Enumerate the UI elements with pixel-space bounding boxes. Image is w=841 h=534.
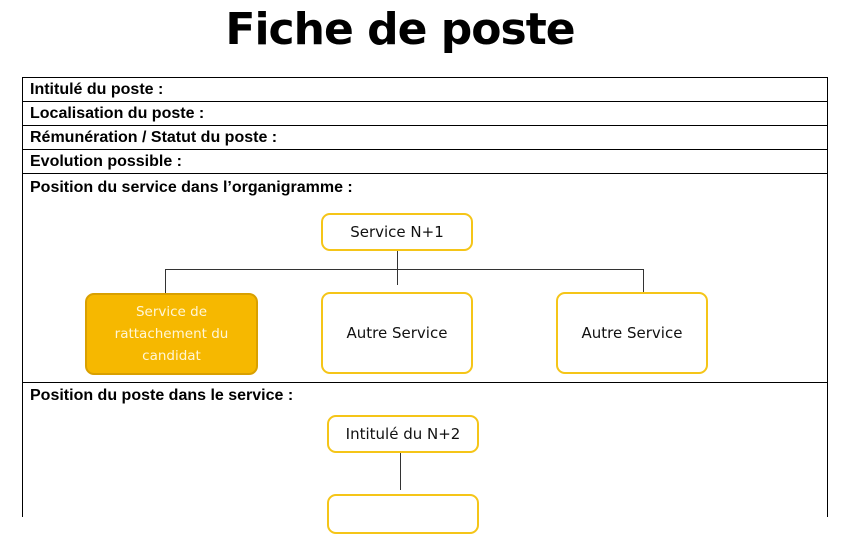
org-connector-left (165, 269, 166, 293)
service-top-box: Intitulé du N+2 (327, 415, 479, 453)
section-divider (23, 382, 827, 383)
org-top-box: Service N+1 (321, 213, 473, 251)
org-child-box-1: Service de rattachement du candidat (85, 293, 258, 375)
service-next-box (327, 494, 479, 534)
org-child-box-3: Autre Service (556, 292, 708, 374)
org-connector-right (643, 269, 644, 293)
field-intitule: Intitulé du poste : (23, 78, 827, 102)
org-section-label: Position du service dans l’organigramme … (30, 179, 353, 196)
org-connector-vertical (397, 251, 398, 285)
org-child-box-2: Autre Service (321, 292, 473, 374)
service-connector-vertical (400, 453, 401, 490)
service-section-label: Position du poste dans le service : (30, 387, 294, 404)
page-title: Fiche de poste (225, 4, 575, 55)
field-localisation: Localisation du poste : (23, 102, 827, 126)
job-sheet-form: Intitulé du poste : Localisation du post… (22, 77, 828, 534)
field-remuneration: Rémunération / Statut du poste : (23, 126, 827, 150)
org-connector-horizontal (165, 269, 644, 270)
field-evolution: Evolution possible : (23, 150, 827, 174)
